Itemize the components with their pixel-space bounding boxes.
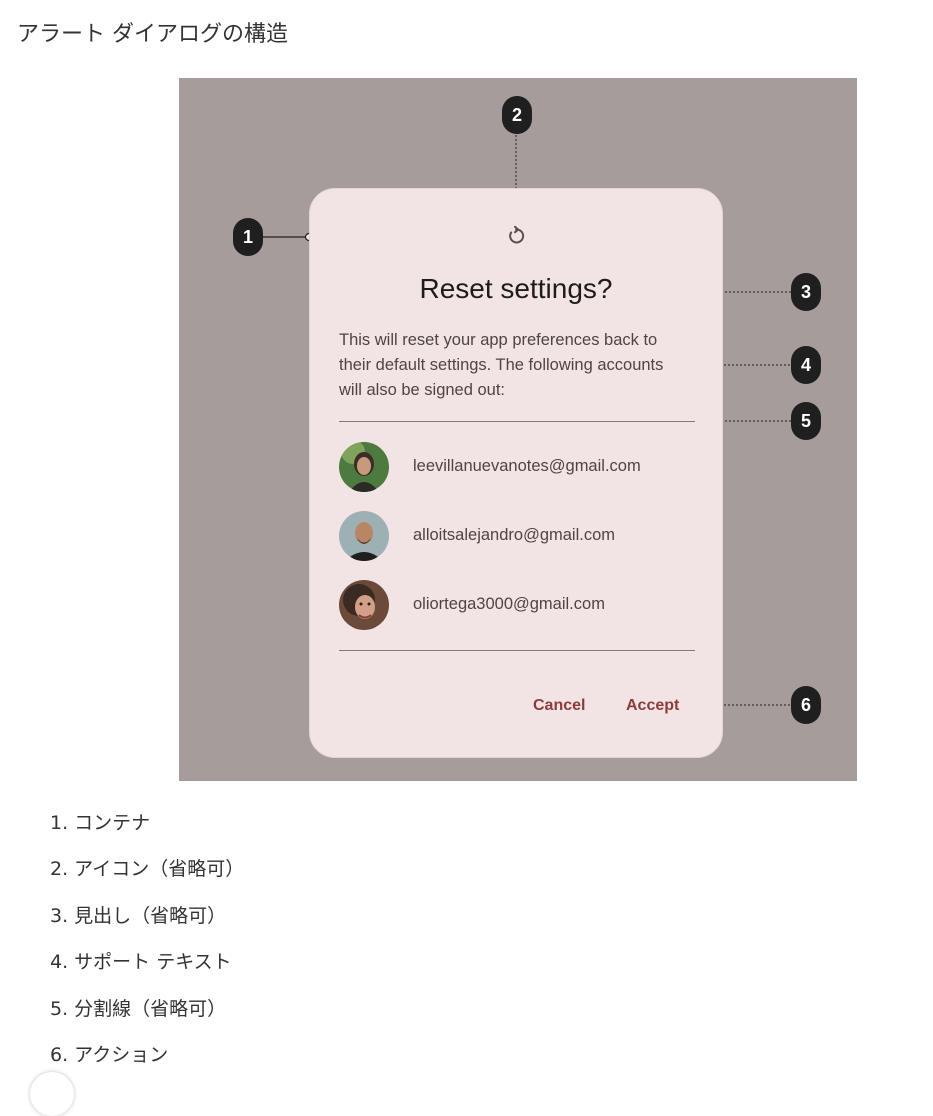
- avatar: [339, 511, 389, 561]
- callout-marker-3: 3: [791, 273, 821, 311]
- list-item[interactable]: alloitsalejandro@gmail.com: [339, 511, 695, 580]
- callout-marker-5: 5: [791, 402, 821, 440]
- account-email: leevillanuevanotes@gmail.com: [413, 457, 641, 475]
- legend-item: 5. 分割線（省略可）: [50, 997, 227, 1020]
- anatomy-figure: Reset settings? This will reset your app…: [179, 78, 857, 781]
- supporting-text: This will reset your app preferences bac…: [339, 331, 664, 399]
- reset-icon: [509, 225, 525, 244]
- legend-item: 3. 見出し（省略可）: [50, 904, 227, 927]
- legend-item: 2. アイコン（省略可）: [50, 858, 245, 881]
- avatar: [339, 442, 389, 492]
- callout-marker-2: 2: [502, 96, 532, 134]
- cancel-button[interactable]: Cancel: [533, 697, 586, 714]
- anatomy-legend: 1. コンテナ 2. アイコン（省略可） 3. 見出し（省略可） 4. サポート…: [50, 810, 244, 1088]
- callout-marker-1: 1: [233, 218, 263, 256]
- legend-item: 6. アクション: [50, 1043, 169, 1066]
- avatar: [339, 580, 389, 630]
- list-item[interactable]: leevillanuevanotes@gmail.com: [339, 442, 695, 511]
- account-email: oliortega3000@gmail.com: [413, 595, 605, 613]
- legend-item: 1. コンテナ: [50, 812, 151, 834]
- divider: [339, 421, 695, 422]
- alert-dialog: Reset settings? This will reset your app…: [309, 188, 723, 758]
- page-title: アラート ダイアログの構造: [17, 22, 288, 47]
- list-item[interactable]: oliortega3000@gmail.com: [339, 580, 695, 649]
- account-list: leevillanuevanotes@gmail.com alloitsalej…: [339, 442, 695, 649]
- callout-marker-6: 6: [791, 686, 821, 724]
- account-email: alloitsalejandro@gmail.com: [413, 526, 616, 544]
- legend-item: 4. サポート テキスト: [50, 951, 232, 974]
- accept-button[interactable]: Accept: [626, 697, 680, 714]
- divider: [339, 650, 695, 651]
- dialog-headline: Reset settings?: [419, 273, 613, 304]
- callout-marker-4: 4: [791, 346, 821, 384]
